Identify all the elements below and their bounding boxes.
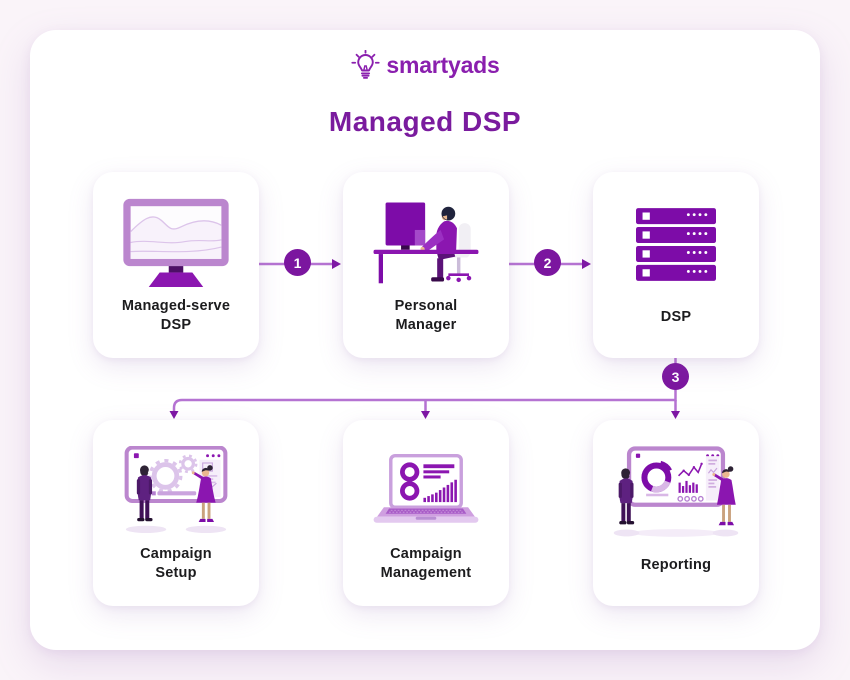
card-campaign-management: Campaign Management — [343, 420, 509, 606]
step-badge-1: 1 — [284, 249, 311, 276]
card-label: Managed-serve DSP — [121, 297, 231, 334]
logo-text: smartyads — [386, 52, 500, 78]
page-title: Managed DSP — [328, 106, 522, 137]
card-reporting: Reporting — [593, 420, 759, 606]
laptop-dashboard-icon — [370, 436, 482, 545]
people-gears-screen-icon — [115, 436, 237, 545]
monitor-chart-icon — [117, 188, 235, 297]
server-stack-icon — [636, 188, 716, 300]
card-label: Campaign Management — [380, 545, 472, 582]
card-label: Reporting — [640, 557, 712, 574]
smartyads-logo: smartyads — [30, 50, 820, 81]
step-badge-2: 2 — [534, 249, 561, 276]
step-badge-3: 3 — [662, 363, 689, 390]
card-label: DSP — [660, 309, 692, 326]
card-managed-serve-dsp: Managed-serve DSP — [93, 172, 259, 358]
card-dsp: DSP — [593, 172, 759, 358]
card-label: Personal Manager — [394, 297, 458, 334]
lightbulb-icon — [351, 50, 380, 79]
card-label: Campaign Setup — [140, 545, 212, 582]
people-dashboard-icon — [612, 436, 740, 548]
person-at-desk-icon — [370, 188, 482, 297]
managed-dsp-panel: smartyads Managed DSP 1 2 3 — [30, 30, 820, 650]
card-personal-manager: Personal Manager — [343, 172, 509, 358]
card-campaign-setup: Campaign Setup — [93, 420, 259, 606]
